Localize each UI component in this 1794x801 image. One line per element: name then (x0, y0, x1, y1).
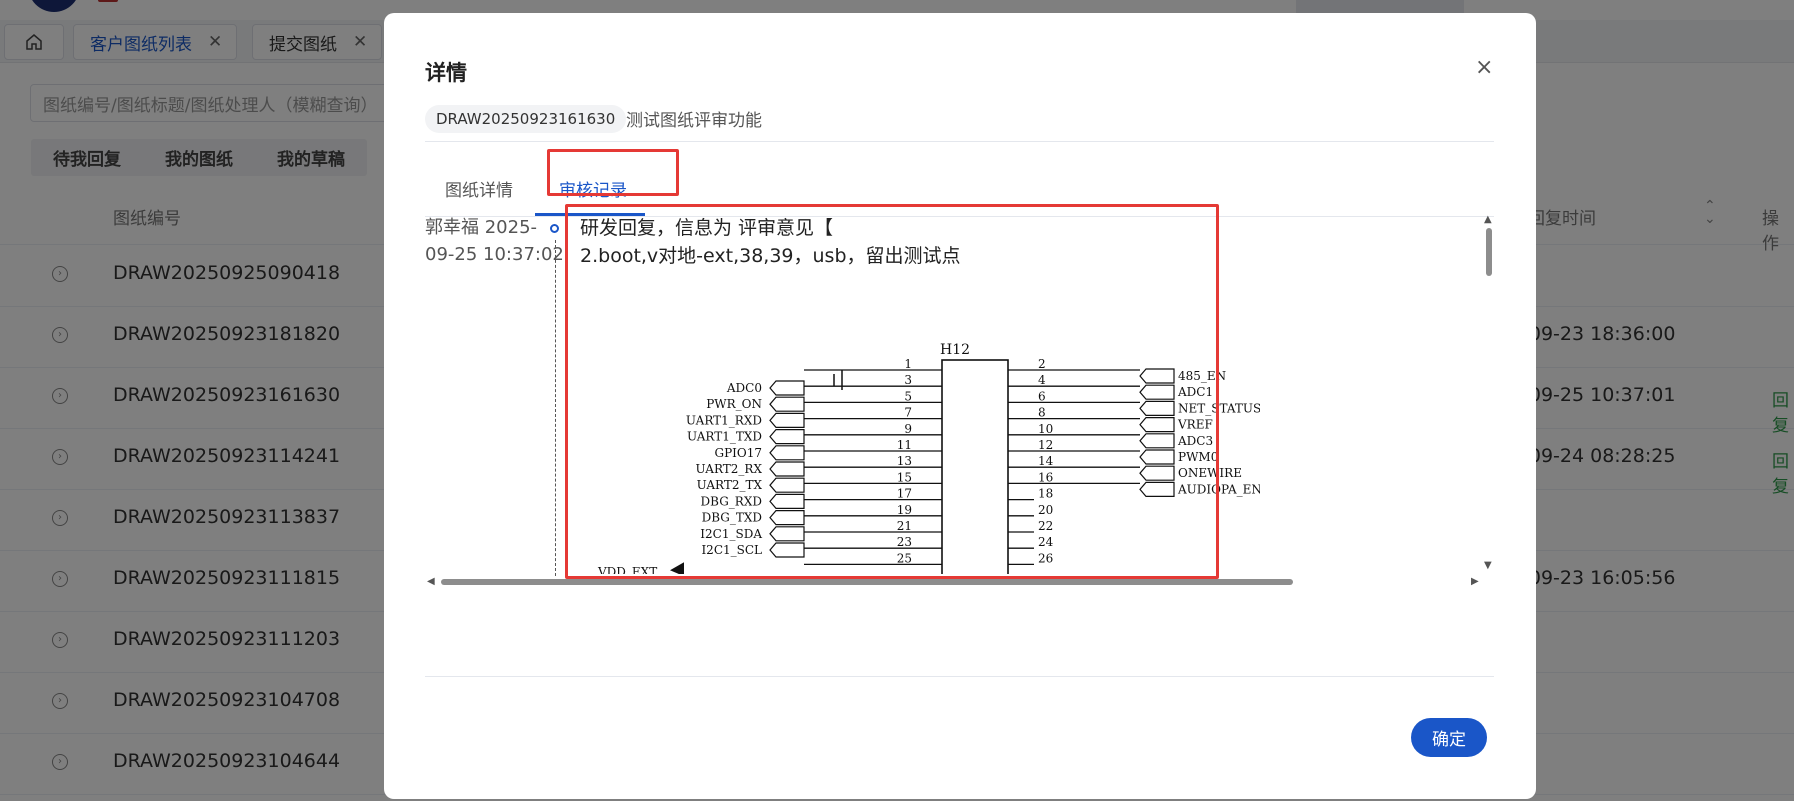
net-port-left (769, 445, 805, 461)
pin-number: 21 (897, 519, 912, 533)
schematic-image: H121357911131517192123252468101214161820… (597, 342, 1260, 574)
chip-body (941, 359, 1009, 574)
pin-number: 15 (897, 470, 912, 484)
drawing-code-tag: DRAW20250923161630 (425, 105, 627, 133)
net-port-left (769, 493, 805, 509)
pin-number: 9 (904, 422, 912, 436)
net-label-left: UART1_RXD (686, 413, 762, 427)
pin-number: 16 (1038, 470, 1053, 484)
pin-number: 14 (1038, 454, 1054, 468)
net-port-right (1139, 465, 1175, 481)
pin-number: 25 (897, 551, 912, 565)
pin-number: 18 (1038, 487, 1053, 501)
pin-number: 2 (1038, 357, 1046, 371)
scroll-right-icon[interactable]: ▶ (1471, 576, 1479, 587)
pin-number: 22 (1038, 519, 1053, 533)
divider (425, 141, 1494, 142)
scroll-up-icon[interactable]: ▲ (1484, 214, 1492, 225)
net-port-left (769, 429, 805, 445)
pin-number: 3 (904, 373, 912, 387)
net-port-left (769, 412, 805, 428)
net-label-left: DBG_RXD (701, 494, 762, 508)
pin-number: 1 (904, 357, 912, 371)
active-tab-indicator (535, 213, 645, 216)
net-label-left: UART1_TXD (687, 430, 762, 444)
timeline-author-time: 郭幸福 2025-09-25 10:37:02 (425, 217, 564, 265)
net-label-right: VREF (1177, 418, 1213, 432)
net-port-left (769, 477, 805, 493)
net-label-left: UART2_TX (697, 478, 763, 492)
pin-number: 6 (1038, 389, 1046, 403)
net-port-left (769, 461, 805, 477)
timeline-dot-icon (550, 224, 559, 233)
net-port-right (1139, 368, 1175, 384)
net-label-right: 485_EN (1178, 369, 1226, 383)
net-port-left (769, 526, 805, 542)
tab-review-record[interactable]: 审核记录 (559, 181, 627, 201)
scroll-down-icon[interactable]: ▼ (1484, 560, 1492, 571)
net-port-right (1139, 384, 1175, 400)
pin-number: 7 (904, 406, 912, 420)
chip-label: H12 (940, 342, 970, 358)
close-icon[interactable]: × (1475, 55, 1494, 80)
net-label-right: NET_STATUS (1178, 401, 1260, 415)
pin-number: 8 (1038, 406, 1046, 420)
net-label-right: ONEWIRE (1178, 466, 1242, 480)
scroll-left-icon[interactable]: ◀ (427, 576, 435, 587)
arrow-icon (670, 562, 684, 574)
footer-divider (425, 676, 1494, 677)
net-port-left (769, 396, 805, 412)
net-label-left: ADC0 (726, 381, 762, 395)
highlight-box-content (565, 204, 1219, 579)
net-label-right: PWM0 (1178, 450, 1218, 464)
net-port-left (769, 542, 805, 558)
pin-number: 19 (897, 503, 912, 517)
pin-number: 26 (1038, 551, 1053, 565)
scrollbar-thumb[interactable] (1486, 228, 1492, 276)
net-port-right (1139, 449, 1175, 465)
pin-number: 17 (897, 487, 912, 501)
net-label-left: I2C1_SCL (701, 543, 762, 557)
confirm-button[interactable]: 确定 (1411, 718, 1487, 757)
pin-number: 20 (1038, 503, 1053, 517)
tab-drawing-detail[interactable]: 图纸详情 (445, 181, 513, 201)
net-port-right (1139, 481, 1175, 497)
modal-title: 详情 (425, 61, 467, 85)
net-label-left: DBG_TXD (702, 511, 762, 525)
pin-number: 10 (1038, 422, 1053, 436)
net-port-right (1139, 417, 1175, 433)
pin-number: 23 (897, 535, 912, 549)
pin-number: 4 (1038, 373, 1046, 387)
net-port-right (1139, 433, 1175, 449)
net-port-left (769, 380, 805, 396)
timeline-line (555, 240, 556, 576)
detail-modal: 详情 × DRAW20250923161630 测试图纸评审功能 图纸详情 审核… (384, 13, 1536, 799)
scrollbar-thumb[interactable] (441, 579, 1293, 585)
net-label-right: ADC1 (1177, 385, 1213, 399)
pin-number: 11 (897, 438, 912, 452)
drawing-title: 测试图纸评审功能 (626, 111, 762, 131)
net-label-left: UART2_RX (696, 462, 763, 476)
horizontal-scrollbar[interactable]: ◀ ▶ (425, 576, 1485, 588)
net-label-left: I2C1_SDA (700, 527, 762, 541)
net-label-left: PWR_ON (706, 397, 762, 411)
review-content-text: 研发回复，信息为 评审意见【 2.boot,v对地-ext,38,39，usb，… (580, 214, 961, 270)
pin-number: 13 (897, 454, 912, 468)
highlight-box-tab (547, 149, 679, 196)
net-label-left: GPIO17 (714, 446, 762, 460)
review-line-1: 研发回复，信息为 评审意见【 (580, 217, 834, 239)
modal-tabs: 图纸详情 审核记录 (425, 149, 1494, 217)
net-port-left (769, 510, 805, 526)
pin-number: 5 (904, 389, 912, 403)
pin-number: 24 (1038, 535, 1054, 549)
net-label-right: ADC3 (1177, 434, 1213, 448)
net-label-left: VDD_EXT (597, 565, 657, 574)
net-port-right (1139, 400, 1175, 416)
review-line-2: 2.boot,v对地-ext,38,39，usb，留出测试点 (580, 245, 961, 267)
vertical-scrollbar[interactable]: ▲ ▼ (1484, 214, 1494, 574)
pin-number: 12 (1038, 438, 1053, 452)
